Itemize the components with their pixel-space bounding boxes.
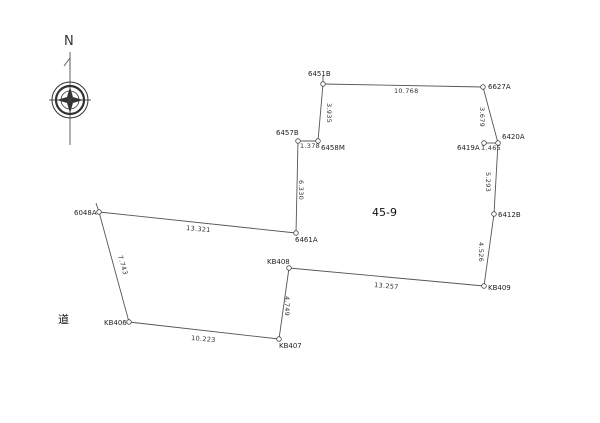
road-label: 道	[58, 312, 69, 326]
boundary-length-label: 3.679	[478, 107, 486, 127]
survey-point-label: 6458M	[321, 144, 345, 152]
survey-point-marker	[126, 319, 132, 325]
boundary-line	[317, 83, 324, 142]
boundary-lengths: 10.768 3.935 3.679 1.378 1.465 6.330 13.321 5.2…	[116, 87, 501, 344]
survey-point-label: 6461A	[295, 236, 318, 244]
boundary-line	[483, 213, 495, 287]
survey-point-marker	[286, 265, 292, 271]
boundary-length-label: 5.293	[484, 172, 492, 192]
survey-point-label: 6420A	[502, 133, 525, 141]
boundary-length-label: 4.749	[283, 296, 291, 316]
boundary-length-label: 13.257	[374, 281, 399, 291]
boundary-length-label: 4.526	[477, 242, 485, 262]
boundary-line	[98, 211, 130, 323]
survey-point-marker	[293, 230, 299, 236]
survey-point-marker	[495, 140, 501, 146]
compass-rose-icon: N	[49, 34, 91, 145]
boundary-line	[482, 86, 499, 144]
boundary-line	[295, 140, 299, 234]
survey-point-label: 6412B	[498, 211, 521, 219]
boundary-line	[322, 83, 484, 88]
survey-point-marker	[276, 336, 282, 342]
survey-point-label: KB408	[267, 258, 290, 266]
boundary-length-label: 10.768	[394, 87, 419, 95]
survey-point-label: 6048A	[74, 209, 97, 217]
boundary-length-label: 1.465	[481, 144, 501, 152]
survey-points	[96, 81, 501, 342]
survey-point-label: KB406	[104, 319, 127, 327]
boundary-length-label: 3.935	[325, 103, 333, 123]
survey-point-labels: 6451B 6627A 6457B 6458M 6419A 6420A 6048A 6461A…	[74, 70, 525, 350]
survey-point-marker	[481, 140, 487, 146]
boundary-line	[98, 211, 297, 234]
boundary-line	[128, 321, 280, 340]
survey-point-marker	[315, 138, 321, 144]
survey-point-marker	[491, 211, 497, 217]
survey-point-label: 6451B	[308, 70, 331, 78]
boundary-length-label: 1.378	[300, 142, 320, 150]
boundary-length-label: 13.321	[186, 224, 211, 234]
survey-point-marker	[295, 138, 301, 144]
survey-point-label: KB409	[488, 284, 511, 292]
boundary-length-label: 6.330	[297, 180, 305, 200]
survey-point-marker	[320, 81, 326, 87]
survey-point-label: KB407	[279, 342, 302, 350]
survey-point-label: 6419A	[457, 144, 480, 152]
survey-point-marker	[481, 283, 487, 289]
boundary-length-label: 7.743	[116, 254, 129, 276]
boundary-line	[288, 267, 485, 287]
survey-point-marker	[96, 209, 102, 215]
boundary-line	[278, 267, 290, 340]
boundary-lines	[95, 76, 499, 340]
lot-number-label: 45-9	[372, 206, 397, 219]
survey-point-marker	[480, 84, 486, 90]
survey-point-label: 6457B	[276, 129, 299, 137]
compass-north-letter: N	[64, 34, 74, 49]
boundary-line	[493, 142, 499, 215]
survey-point-label: 6627A	[488, 83, 511, 91]
boundary-length-label: 10.223	[191, 334, 216, 344]
